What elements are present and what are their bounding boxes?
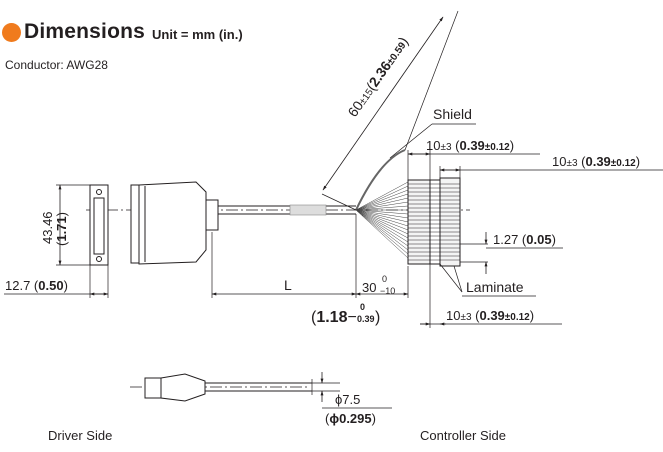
connector-front-view — [89, 184, 109, 266]
strip-in-label: (1.18− — [311, 309, 357, 326]
height-label: 43.46 — [40, 211, 55, 244]
diameter-label: ϕ7.5 — [335, 392, 360, 407]
height-in-label: (1.71) — [54, 212, 69, 246]
pitch-label: 1.27 (0.05) — [493, 232, 556, 247]
cable — [218, 204, 356, 216]
title-row: Dimensions Unit = mm (in.) — [2, 18, 243, 46]
fan-out-wires — [355, 181, 409, 259]
driver-side-label: Driver Side — [48, 428, 113, 443]
shield-wire — [355, 149, 406, 211]
strip-in-upper-tol: 0 — [360, 302, 365, 312]
strip-label: 30 — [362, 280, 376, 295]
laminate-length-top-label: 10±3 (0.39±0.12) — [552, 154, 640, 169]
laminate-length-bottom-label: 10±3 (0.39±0.12) — [446, 308, 534, 323]
laminate-label: Laminate — [466, 279, 524, 295]
strip-in-lower-tol: 0.39 — [357, 314, 375, 324]
width-label: 12.7 (0.50) — [5, 278, 68, 293]
bullet-icon — [2, 22, 21, 42]
diameter-in-label: (ϕ0.295) — [325, 411, 376, 426]
unit-note: Unit = mm (in.) — [152, 27, 243, 42]
strip-upper-tol: 0 — [382, 274, 387, 284]
page-title: Dimensions — [24, 20, 146, 43]
strip-in-close: ) — [375, 309, 380, 326]
connector-small-view — [130, 372, 392, 409]
shield-length-label: 10±3 (0.39±0.12) — [426, 138, 514, 153]
strip-lower-tol: −10 — [380, 286, 395, 296]
shield-label: Shield — [433, 106, 472, 122]
laminated-ribbon — [407, 177, 461, 267]
length-label: L — [284, 277, 292, 293]
connector-side-view — [130, 181, 219, 265]
conductor-note: Conductor: AWG28 — [5, 58, 108, 72]
controller-side-label: Controller Side — [420, 428, 506, 443]
